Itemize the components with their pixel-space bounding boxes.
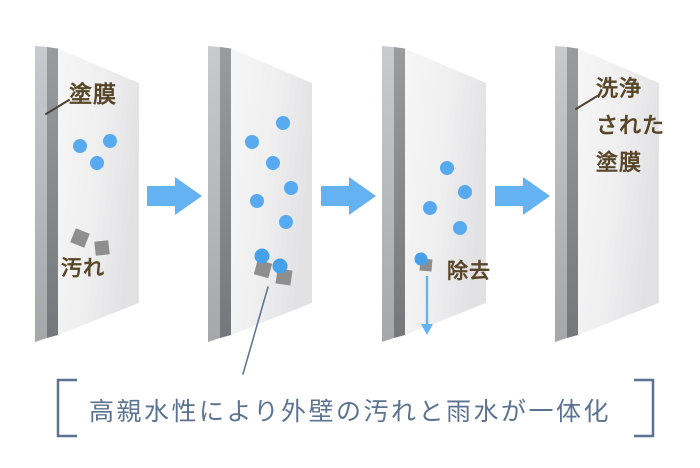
wall-side-edge xyxy=(555,46,567,342)
water-droplet-icon xyxy=(276,116,290,130)
caption-text: 高親水性により外壁の汚れと雨水が一体化 xyxy=(88,398,611,426)
removal-arrow-head-icon xyxy=(421,324,433,335)
wall-side-edge xyxy=(382,46,394,342)
wall-face xyxy=(578,48,659,335)
removal-label: 除去 xyxy=(447,260,491,283)
dirt-particle-icon xyxy=(94,240,110,256)
water-droplet-icon xyxy=(250,194,264,208)
water-droplet-icon xyxy=(440,161,454,175)
droplet-on-dirt-icon xyxy=(272,258,288,274)
wall-face xyxy=(58,48,139,335)
water-droplet-icon xyxy=(103,134,117,148)
water-droplet-icon xyxy=(458,185,472,199)
water-droplet-icon xyxy=(245,135,259,149)
coating-pointer xyxy=(45,99,70,115)
step-arrow-icon xyxy=(495,177,550,215)
dirt-particle-icon xyxy=(70,228,90,248)
wall-coating-layer xyxy=(394,47,405,338)
caption-bracket-left xyxy=(56,378,77,438)
caption-pointer xyxy=(242,286,269,375)
wall-face xyxy=(405,48,486,335)
water-droplet-icon xyxy=(423,201,437,215)
water-droplet-icon xyxy=(279,215,293,229)
water-droplet-icon xyxy=(73,139,87,153)
step-arrow-icon xyxy=(147,177,202,215)
step-arrow-icon xyxy=(321,177,376,215)
droplet-on-dirt-icon xyxy=(254,248,270,264)
dirt-particle-icon xyxy=(253,259,273,279)
wall-coating-layer xyxy=(47,47,58,338)
wall-panel-1 xyxy=(35,46,139,342)
caption-bracket-right xyxy=(634,378,655,438)
droplet-on-dirt-icon xyxy=(414,252,428,266)
wall-face xyxy=(231,48,312,335)
wall-coating-layer xyxy=(567,47,578,338)
cleaned-coating-pointer xyxy=(575,94,600,110)
cleaned-coating-label: 洗浄 された 塗膜 xyxy=(596,76,666,175)
wall-coating-layer xyxy=(220,47,231,338)
wall-panel-3 xyxy=(382,46,486,342)
coating-label: 塗膜 xyxy=(69,81,117,107)
water-droplet-icon xyxy=(90,156,104,170)
water-droplet-icon xyxy=(266,156,280,170)
wall-side-edge xyxy=(208,46,220,342)
water-droplet-icon xyxy=(284,181,298,195)
wall-panel-4 xyxy=(555,46,659,342)
water-droplet-icon xyxy=(453,221,467,235)
dirt-label: 汚れ xyxy=(61,257,105,280)
wall-side-edge xyxy=(35,46,47,342)
wall-panel-2 xyxy=(208,46,312,342)
